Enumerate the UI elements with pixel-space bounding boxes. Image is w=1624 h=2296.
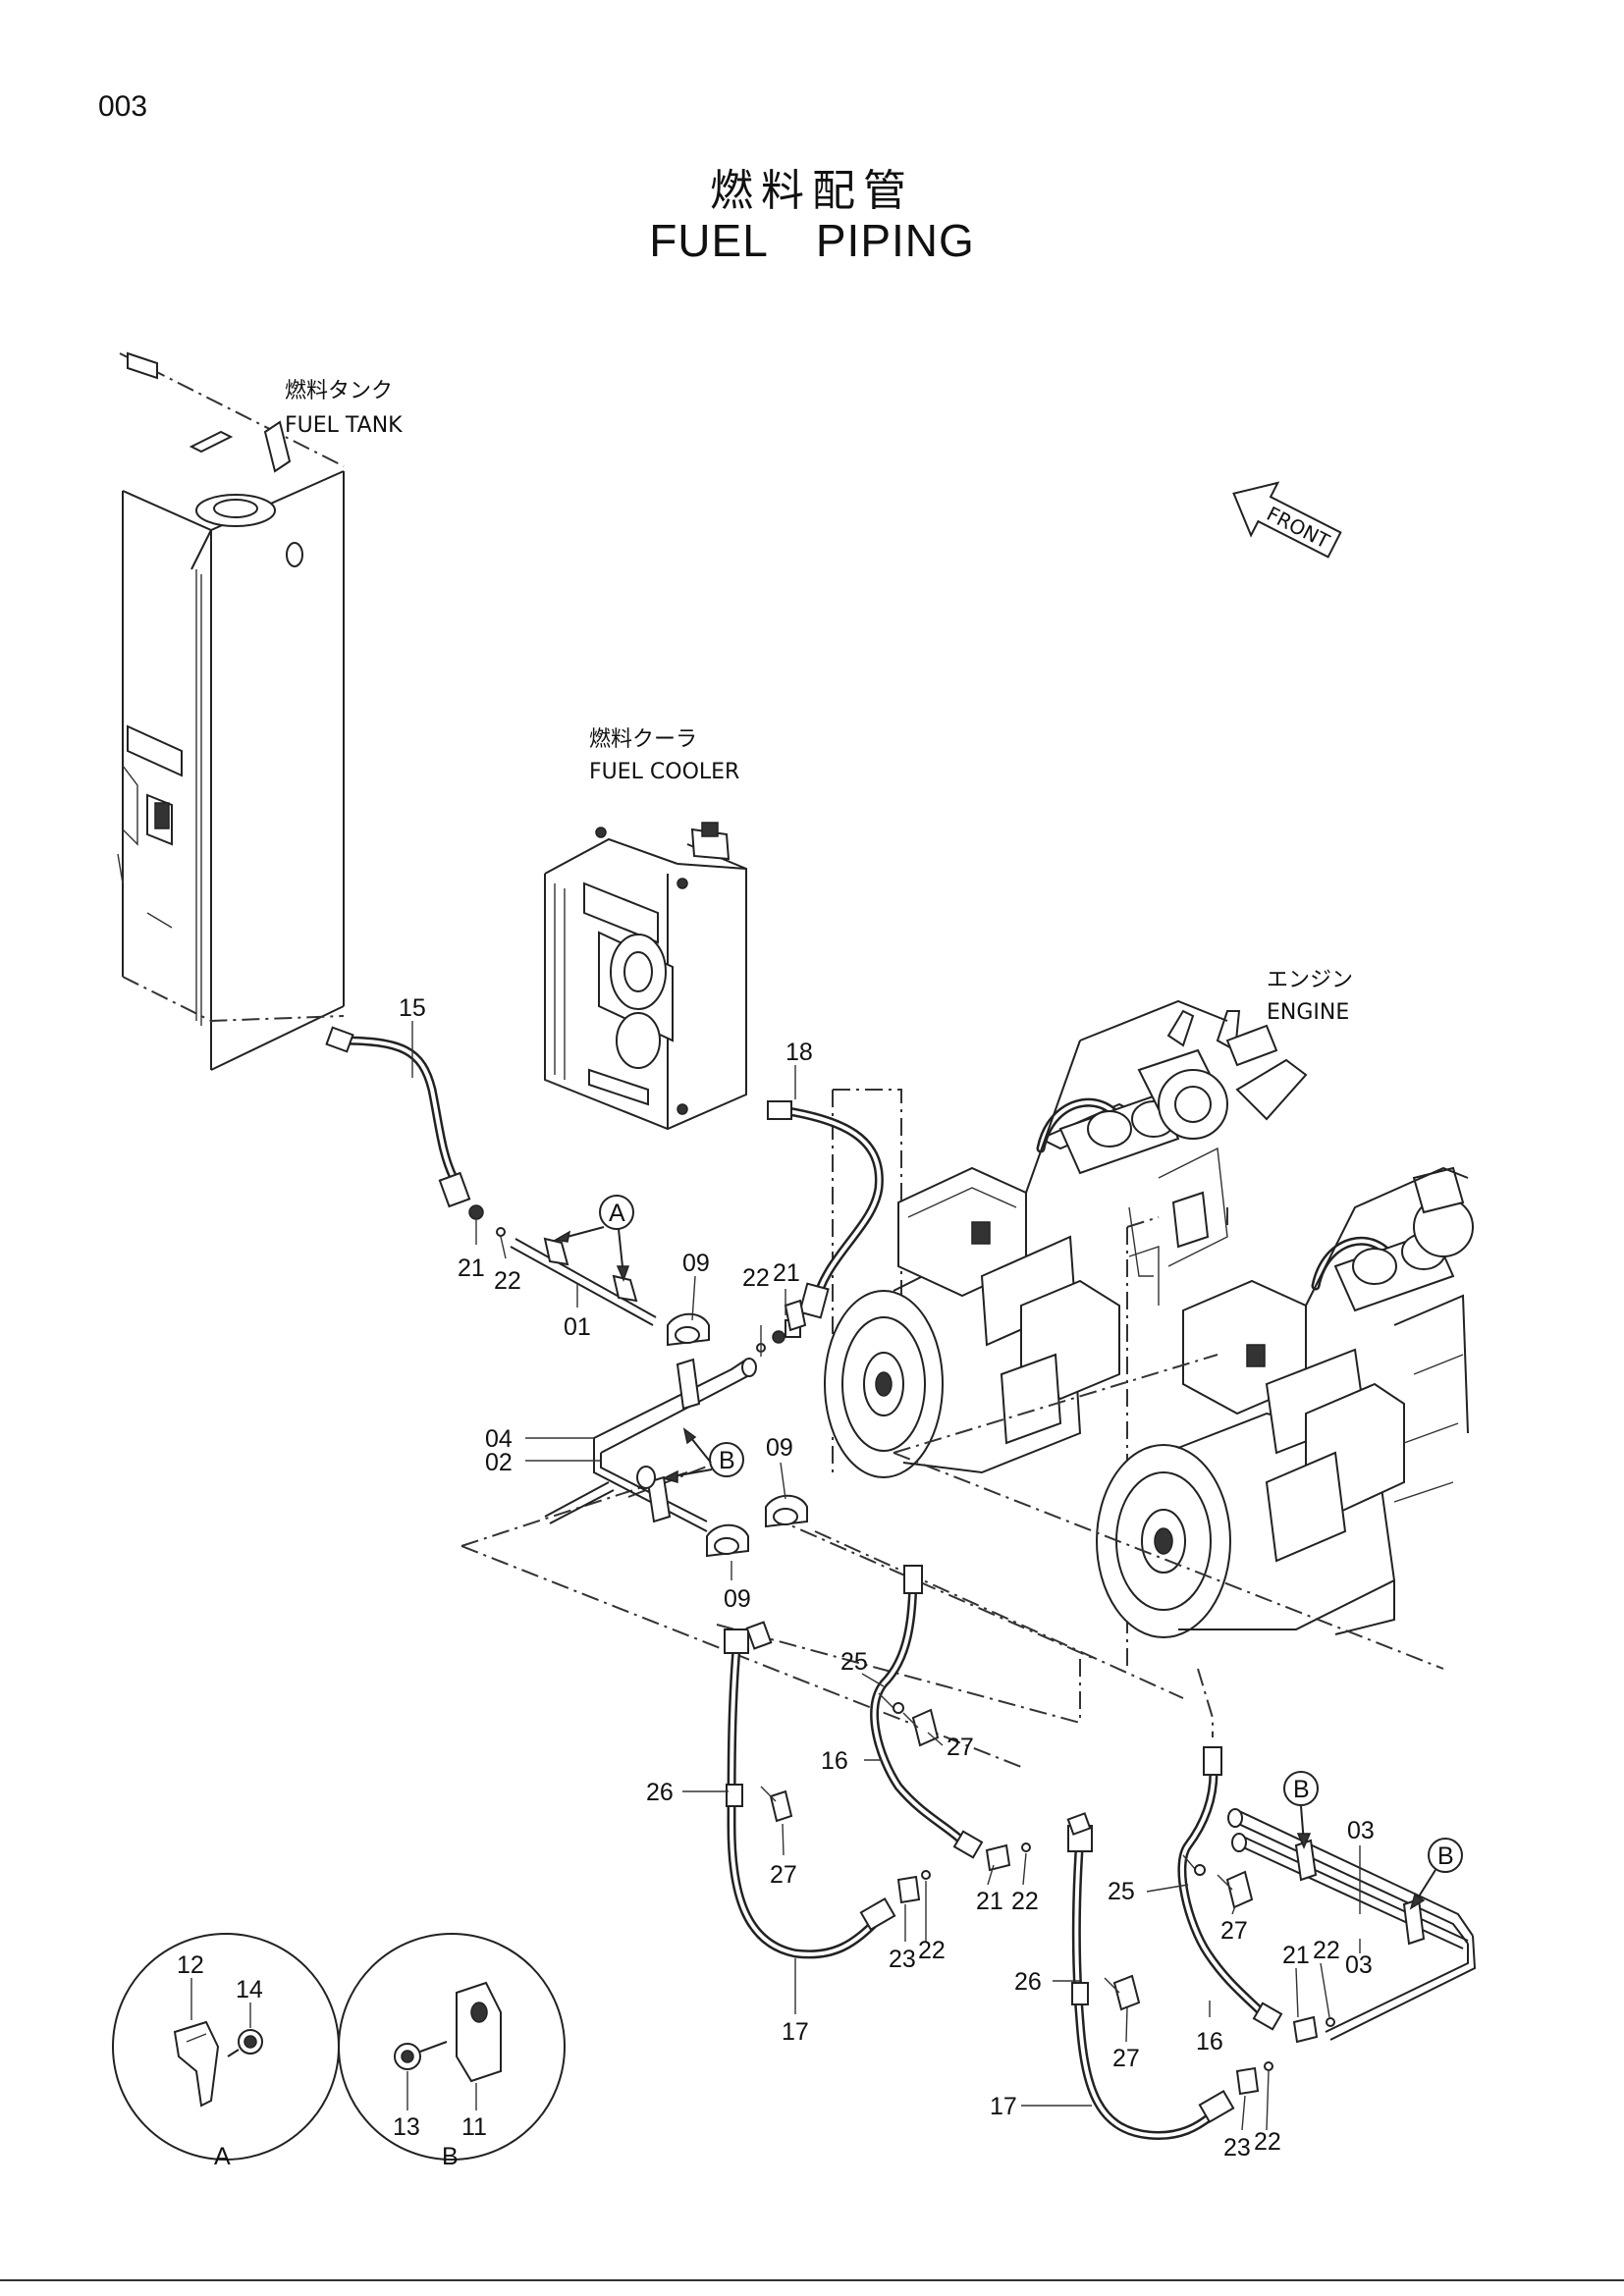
page-number: 003 [98, 90, 148, 123]
part-17: 17 [782, 2018, 809, 2046]
callout-b-right-2-letter: B [1437, 1842, 1454, 1870]
front-arrow: FRONT [1232, 481, 1342, 559]
hose-17-upper [724, 1621, 896, 1959]
engine-label-en: ENGINE [1267, 1000, 1349, 1025]
clamps-09 [667, 1312, 808, 1558]
part-22-c: 22 [1011, 1888, 1039, 1915]
engine-label-jp: エンジン [1267, 968, 1353, 992]
part-22-d: 22 [918, 1937, 946, 1964]
hose-15 [325, 1026, 471, 1208]
hose-16-upper [870, 1565, 984, 1859]
part-17-b: 17 [990, 2093, 1017, 2120]
pipes-03 [1227, 1808, 1477, 2041]
part-18: 18 [785, 1039, 813, 1066]
bottom-rule [0, 2279, 1624, 2281]
callout-b-upper-letter: B [719, 1447, 735, 1474]
callout-b-upper: B [661, 1427, 744, 1483]
part-21-c: 21 [976, 1888, 1003, 1915]
fuel-cooler-drawing [544, 822, 747, 1131]
detail-b-letter: B [442, 2143, 459, 2170]
fuel-tank-drawing [117, 351, 345, 1071]
part-09-c: 09 [724, 1585, 751, 1613]
callout-a-letter: A [609, 1200, 625, 1227]
part-03-b: 03 [1345, 1951, 1373, 1979]
title-japanese: 燃料配管 [710, 166, 914, 216]
part-23-b: 23 [1223, 2134, 1251, 2162]
part-21-b: 21 [773, 1259, 800, 1287]
part-27-b: 27 [770, 1861, 797, 1889]
detail-b-part-13: 13 [393, 2113, 420, 2141]
detail-a-part-12: 12 [177, 1951, 204, 1979]
part-25: 25 [840, 1648, 868, 1676]
callout-b-right-1: B [1283, 1771, 1319, 1849]
detail-a-letter: A [214, 2143, 231, 2170]
part-16-b: 16 [1196, 2028, 1223, 2056]
detail-view-a: 12 14 A [112, 1933, 340, 2170]
part-04: 04 [485, 1425, 513, 1453]
detail-b-part-11: 11 [461, 2113, 487, 2141]
part-25-b: 25 [1108, 1878, 1135, 1905]
fuel-cooler-label-jp: 燃料クーラ [589, 727, 697, 752]
hose-18 [767, 1100, 884, 1344]
part-01: 01 [564, 1313, 591, 1341]
callout-b-right-1-letter: B [1293, 1776, 1310, 1803]
part-21: 21 [458, 1255, 485, 1282]
part-number-labels: 15 18 21 22 01 09 22 21 04 02 09 09 25 1… [399, 994, 1375, 2162]
part-09: 09 [682, 1250, 710, 1277]
part-26-b: 26 [1014, 1968, 1042, 1996]
engine-drawing-lower [1096, 1166, 1474, 1669]
part-16: 16 [821, 1747, 848, 1775]
pipes-02-04-assembly [544, 1358, 757, 1532]
title-english: FUEL PIPING [649, 215, 975, 266]
callout-b-right-2: B [1409, 1838, 1463, 1910]
hose-16-lower [1177, 1746, 1283, 2031]
part-27-d: 27 [1112, 2045, 1140, 2072]
engine-drawing-upper [824, 999, 1308, 1478]
part-22: 22 [494, 1267, 521, 1295]
part-22-b: 22 [742, 1264, 770, 1292]
part-21-d: 21 [1282, 1942, 1310, 1969]
detail-a-part-14: 14 [236, 1976, 263, 2003]
pipe-01 [468, 1204, 657, 1326]
part-27: 27 [947, 1734, 974, 1761]
part-22-f: 22 [1254, 2128, 1281, 2156]
fuel-tank-label-en: FUEL TANK [285, 413, 403, 438]
detail-view-b: 13 11 B [338, 1933, 566, 2170]
part-02: 02 [485, 1449, 513, 1476]
part-26: 26 [646, 1779, 674, 1806]
fuel-tank-label-jp: 燃料タンク [285, 379, 393, 403]
front-label: FRONT [1263, 502, 1333, 554]
part-23: 23 [889, 1946, 916, 1973]
part-15: 15 [399, 994, 426, 1022]
fuel-cooler-label-en: FUEL COOLER [589, 760, 739, 784]
hose-17-lower [1066, 1812, 1235, 2141]
callout-a: A [553, 1195, 634, 1283]
part-27-c: 27 [1220, 1917, 1248, 1945]
part-03: 03 [1347, 1817, 1375, 1844]
leader-lines [411, 1021, 1361, 2131]
part-22-e: 22 [1313, 1937, 1340, 1964]
part-09-b: 09 [766, 1434, 793, 1462]
